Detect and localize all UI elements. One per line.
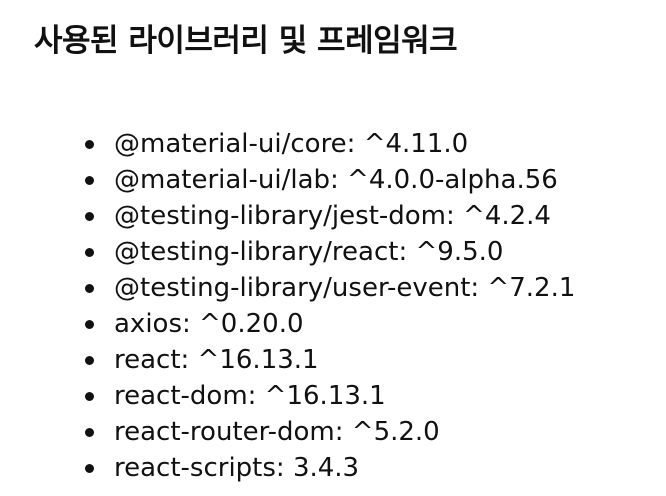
dependency-text: react-dom: ^16.13.1	[114, 381, 386, 411]
dependency-text: @material-ui/lab: ^4.0.0-alpha.56	[114, 165, 558, 195]
dependency-text: axios: ^0.20.0	[114, 309, 304, 339]
list-item: @testing-library/jest-dom: ^4.2.4	[34, 198, 666, 234]
bullet-icon	[85, 392, 94, 401]
list-item: react-scripts: 3.4.3	[34, 450, 666, 486]
dependency-text: @material-ui/core: ^4.11.0	[114, 129, 469, 159]
dependency-text: react-router-dom: ^5.2.0	[114, 417, 440, 447]
dependency-text: react: ^16.13.1	[114, 345, 319, 375]
bullet-icon	[85, 176, 94, 185]
list-item: react-router-dom: ^5.2.0	[34, 414, 666, 450]
dependency-text: @testing-library/jest-dom: ^4.2.4	[114, 201, 551, 231]
dependency-text: @testing-library/user-event: ^7.2.1	[114, 273, 576, 303]
bullet-icon	[85, 356, 94, 365]
bullet-icon	[85, 140, 94, 149]
list-item: @testing-library/react: ^9.5.0	[34, 234, 666, 270]
dependency-list: @material-ui/core: ^4.11.0 @material-ui/…	[34, 126, 666, 486]
dependency-text: @testing-library/react: ^9.5.0	[114, 237, 504, 267]
bullet-icon	[85, 464, 94, 473]
page-title: 사용된 라이브러리 및 프레임워크	[34, 23, 458, 59]
bullet-icon	[85, 320, 94, 329]
bullet-icon	[85, 284, 94, 293]
bullet-icon	[85, 248, 94, 257]
dependency-text: react-scripts: 3.4.3	[114, 453, 360, 483]
list-item: react: ^16.13.1	[34, 342, 666, 378]
list-item: @material-ui/core: ^4.11.0	[34, 126, 666, 162]
bullet-icon	[85, 212, 94, 221]
bullet-icon	[85, 428, 94, 437]
list-item: axios: ^0.20.0	[34, 306, 666, 342]
list-item: @material-ui/lab: ^4.0.0-alpha.56	[34, 162, 666, 198]
list-item: react-dom: ^16.13.1	[34, 378, 666, 414]
list-item: @testing-library/user-event: ^7.2.1	[34, 270, 666, 306]
